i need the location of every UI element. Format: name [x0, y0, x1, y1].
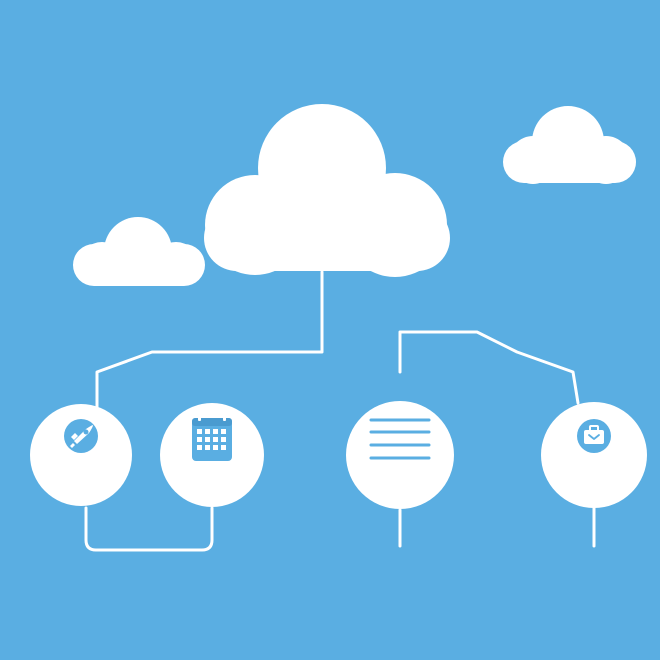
small-cloud-left [73, 217, 205, 286]
connector-right-group-top [398, 330, 580, 405]
node-rocket[interactable] [30, 404, 132, 506]
main-cloud [204, 104, 450, 277]
connector-left-bottom-bridge [84, 506, 214, 552]
node-briefcase[interactable] [541, 402, 647, 508]
node-list[interactable] [346, 401, 454, 509]
list-lines-icon [369, 418, 431, 460]
connector-lines [84, 270, 596, 552]
connector-main-cloud-to-left-group [95, 270, 324, 410]
small-cloud-right [503, 106, 636, 184]
calendar-icon [192, 412, 232, 461]
briefcase-icon [577, 419, 611, 453]
node-calendar[interactable] [160, 403, 264, 507]
rocket-icon [64, 419, 98, 453]
